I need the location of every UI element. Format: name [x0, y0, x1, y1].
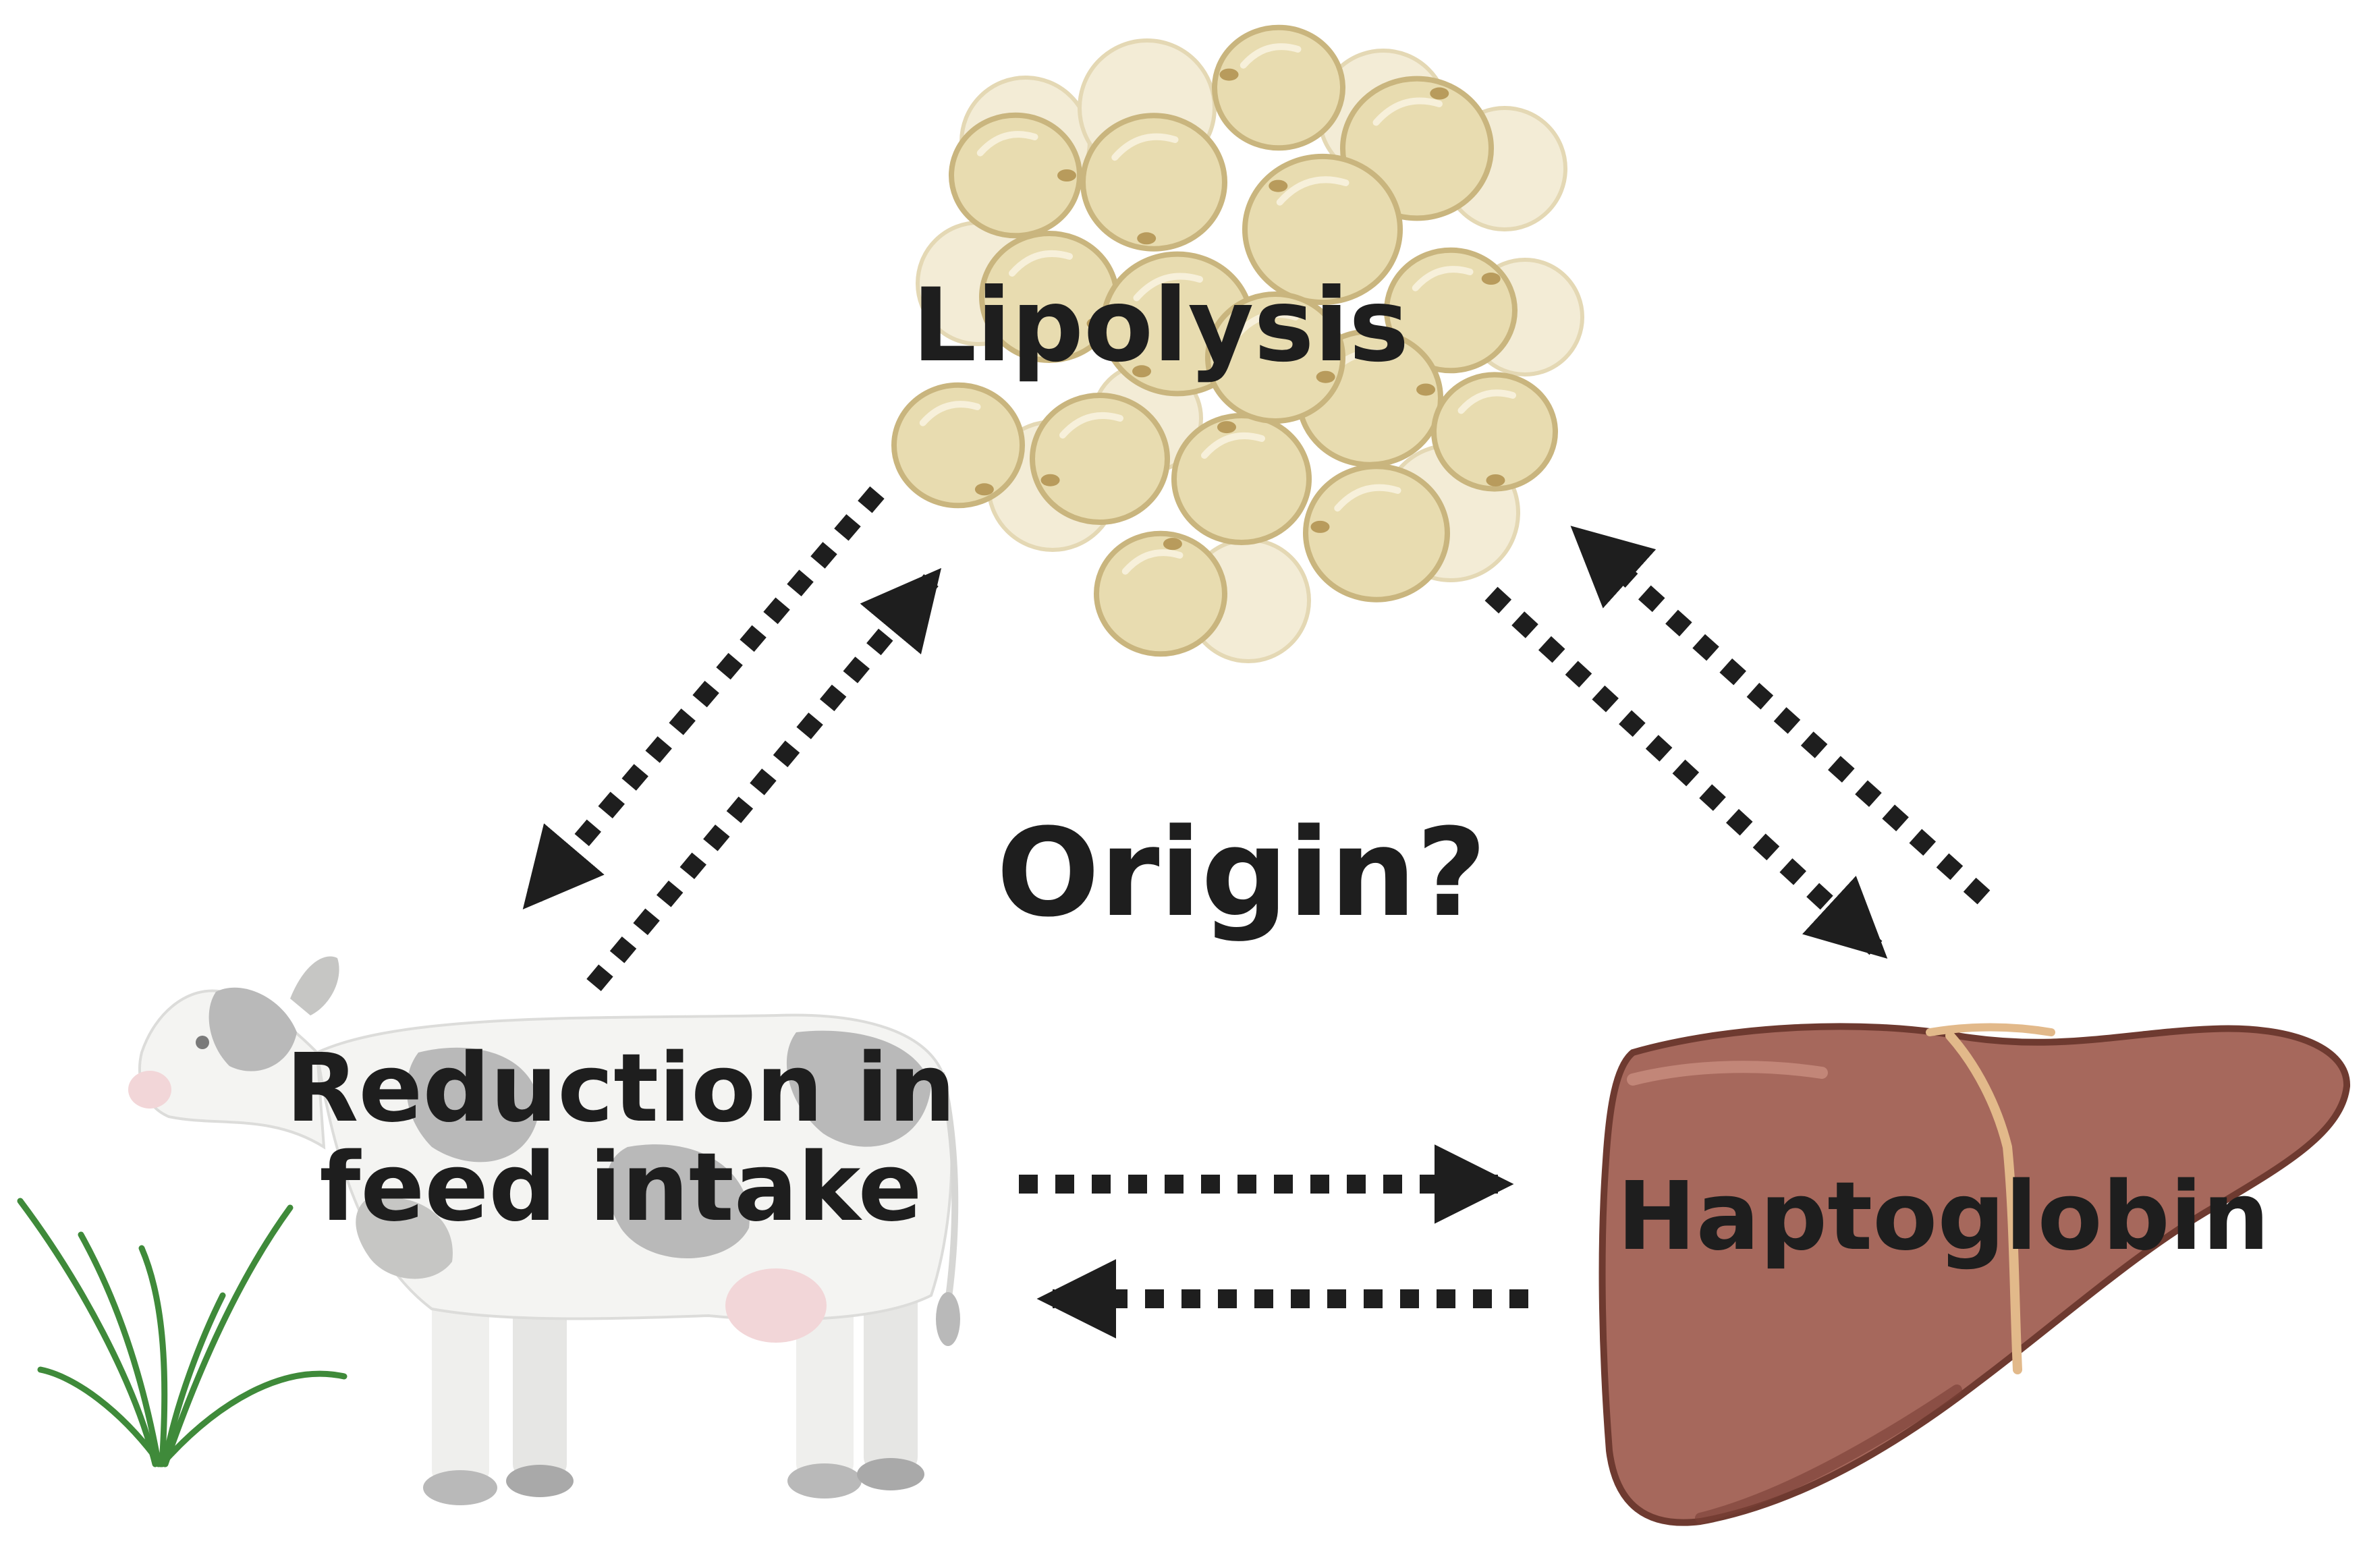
arrow-feed-to-lipolysis: [586, 567, 942, 991]
fat-cell-highlight: [1059, 412, 1123, 439]
fat-cell-nucleus: [1481, 273, 1501, 285]
dairy-cow-icon: [128, 956, 960, 1505]
fat-cell-nucleus: [1132, 365, 1152, 378]
fat-cell: [1080, 113, 1227, 252]
fat-cell-nucleus: [1416, 383, 1436, 396]
fat-cell-nucleus: [1040, 474, 1060, 486]
feed-intake-label-line2: feed intake: [319, 1133, 922, 1243]
fat-cell-nucleus: [1486, 474, 1505, 486]
fat-cell-highlight: [1121, 549, 1184, 575]
fat-cell-highlight: [976, 131, 1038, 157]
liver-icon: [1598, 1023, 2351, 1526]
origin-question-label: Origin?: [996, 803, 1487, 944]
fat-cell-highlight: [1412, 266, 1474, 291]
grass-icon: [17, 1198, 347, 1467]
fat-cell-highlight: [1457, 389, 1516, 414]
fat-cell-nucleus: [1430, 87, 1449, 100]
fat-cell-highlight: [1133, 273, 1203, 302]
feed-intake-label: Reduction in feed intake: [243, 1039, 999, 1237]
fat-cell-nucleus: [974, 483, 994, 496]
fat-cell-nucleus: [1219, 68, 1239, 81]
fat-cell-nucleus: [1269, 179, 1288, 192]
adipocyte-cluster-icon: [891, 24, 1584, 663]
fat-cell-highlight: [1372, 97, 1443, 126]
fat-cell-highlight: [1276, 176, 1350, 206]
fat-cell: [1242, 153, 1403, 306]
arrow-lipolysis-to-feed: [522, 486, 885, 909]
fat-cell-nucleus: [1310, 520, 1330, 533]
haptoglobin-label: Haptoglobin: [1617, 1162, 2270, 1272]
feed-intake-label-line1: Reduction in: [285, 1034, 956, 1144]
fat-cell-highlight: [1009, 250, 1073, 277]
fat-cell-highlight: [1201, 432, 1265, 459]
fat-cell-highlight: [1235, 310, 1299, 337]
fat-cell: [1303, 464, 1450, 603]
fat-cell-highlight: [1111, 133, 1179, 161]
fat-cell-highlight: [919, 401, 981, 426]
fat-cell-nucleus: [1137, 232, 1157, 245]
fat-cell-highlight: [1240, 43, 1302, 69]
fat-cell-nucleus: [1057, 169, 1076, 181]
fat-cell-nucleus: [1316, 370, 1335, 383]
fat-cell-highlight: [1334, 484, 1401, 512]
fat-cell-nucleus: [1217, 421, 1236, 434]
lipolysis-label: Lipolysis: [912, 267, 1410, 385]
arrow-group: [522, 486, 1991, 1339]
arrow-hapto-to-lipolysis: [1570, 526, 1991, 905]
arrow-lipolysis-to-hapto: [1484, 586, 1888, 959]
fat-cell-nucleus: [1163, 538, 1182, 551]
